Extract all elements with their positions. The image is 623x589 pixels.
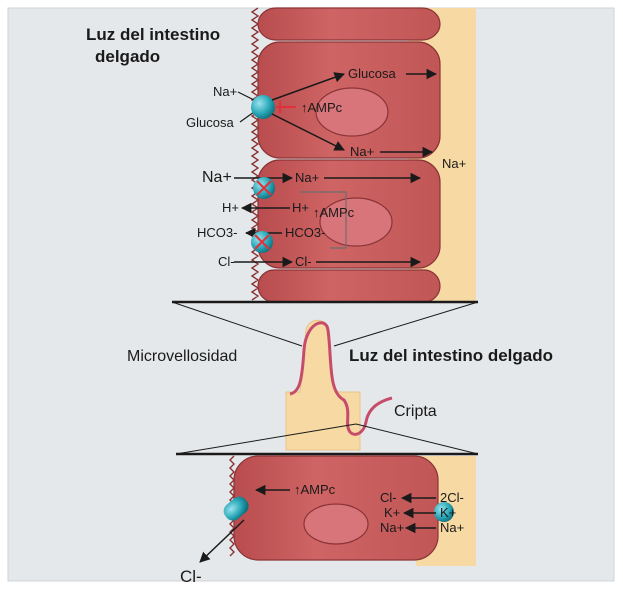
nkcc-basal-na: Na+ xyxy=(440,520,464,535)
lumen-label-line1: Luz del intestino xyxy=(86,25,220,44)
nkcc-basal-k: K+ xyxy=(440,505,456,520)
na-out-label: Na+ xyxy=(350,144,374,159)
sglt-transporter-icon xyxy=(251,95,275,119)
crypt-label: Cripta xyxy=(394,403,437,420)
sglt-glucose-label: Glucosa xyxy=(186,115,234,130)
epithelial-cells-top xyxy=(258,8,440,302)
camp-label-3: ↑AMPc xyxy=(294,482,336,497)
na-basal-label: Na+ xyxy=(442,156,466,171)
cl-secreted-label: Cl- xyxy=(180,567,202,586)
nkcc-cell-na: Na+ xyxy=(380,520,404,535)
lumen-mid-label: Luz del intestino delgado xyxy=(349,346,553,365)
nkcc-cell-cl: Cl- xyxy=(380,490,397,505)
lumen-label-line2: delgado xyxy=(95,47,160,66)
nucleus-3 xyxy=(304,504,368,544)
camp-label-2: ↑AMPc xyxy=(313,205,355,220)
dra-cl-cell-label: Cl- xyxy=(295,254,312,269)
nhe-h-cell-label: H+ xyxy=(292,200,309,215)
nhe-h-out-label: H+ xyxy=(222,200,239,215)
nkcc-basal-2cl: 2Cl- xyxy=(440,490,464,505)
dra-hco3-cell-label: HCO3- xyxy=(285,225,325,240)
microvillus-label: Microvellosidad xyxy=(127,348,237,365)
camp-label-1: ↑AMPc xyxy=(301,100,343,115)
nhe-na-in-label: Na+ xyxy=(202,169,232,186)
dra-hco3-out-label: HCO3- xyxy=(197,225,237,240)
glucose-out-label: Glucosa xyxy=(348,66,396,81)
dra-cl-in-label: Cl- xyxy=(218,254,235,269)
sglt-na-label: Na+ xyxy=(213,84,237,99)
nkcc-cell-k: K+ xyxy=(384,505,400,520)
nhe-na-cell-label: Na+ xyxy=(295,170,319,185)
